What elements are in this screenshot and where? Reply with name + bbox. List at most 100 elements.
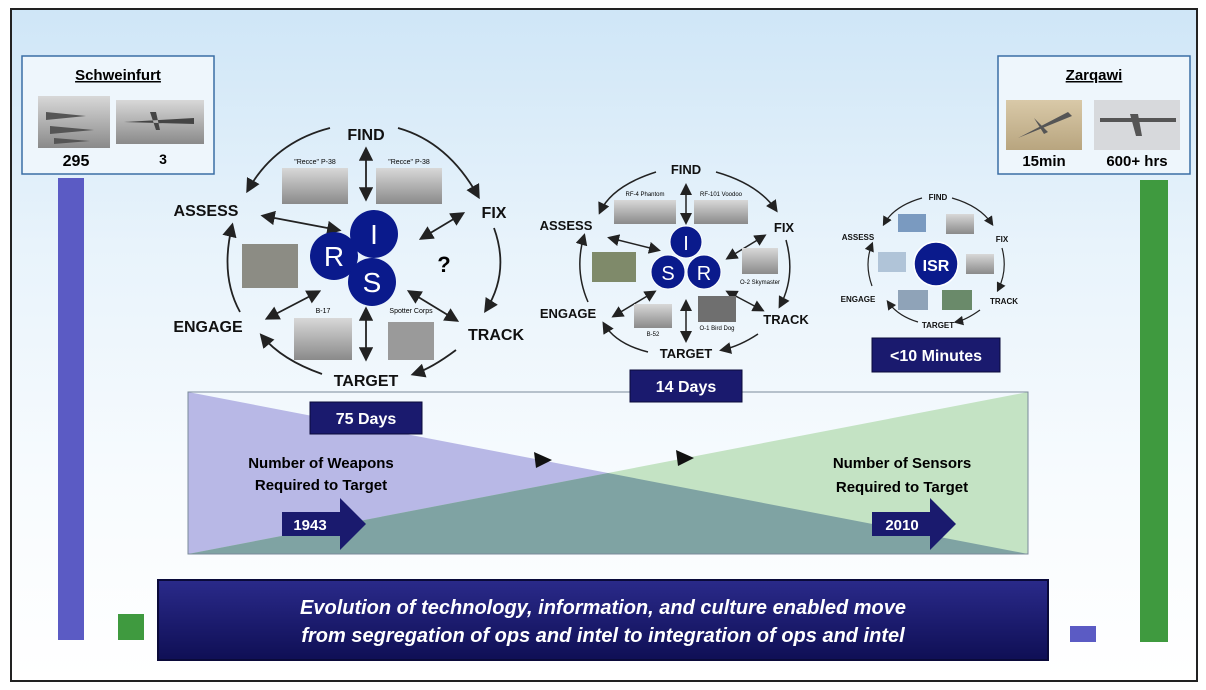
assess-label-mid: ASSESS: [540, 218, 593, 233]
letter-s-mid: S: [661, 263, 674, 285]
isr-hours: 600+ hrs: [1106, 153, 1167, 170]
isr-photo-5: [898, 290, 928, 310]
track-label-mid: TRACK: [763, 312, 809, 327]
engage-label-2010: ENGAGE: [841, 295, 876, 304]
rf4-caption: RF-4 Phantom: [625, 192, 664, 198]
spotter-caption: Spotter Corps: [389, 308, 433, 315]
rf101-caption: RF-101 Voodoo: [700, 192, 743, 198]
duration-box-1943: [309, 401, 423, 435]
letter-r-mid: R: [697, 263, 711, 285]
weapons-label-line1: Number of Weapons: [248, 455, 394, 472]
o1-photo: [698, 296, 736, 322]
strike-time: 15min: [1022, 153, 1065, 170]
year-start: 1943: [293, 517, 326, 534]
schweinfurt-title: Schweinfurt: [75, 67, 161, 84]
rf101-photo: [694, 200, 748, 224]
sensors-label-line1: Number of Sensors: [833, 455, 971, 472]
target-label-2010: TARGET: [922, 321, 954, 330]
duration-1943: 75 Days: [336, 411, 397, 428]
duration-mid: 14 Days: [656, 379, 717, 396]
cycle-mid-photos: RF-4 Phantom RF-101 Voodoo O-2 Skymaster…: [592, 192, 780, 338]
sensors-bar-right: [1140, 180, 1168, 642]
recon-circle-mid: [686, 254, 722, 290]
fix-label-2010: FIX: [996, 235, 1009, 244]
recce-p38-photo-left: [282, 168, 348, 204]
zarqawi-box: Zarqawi 15min 600+ hrs: [997, 55, 1191, 175]
target-label-mid: TARGET: [660, 346, 713, 361]
o2-caption: O-2 Skymaster: [740, 280, 780, 286]
overlap-region: [188, 473, 1028, 554]
recce-right-caption: "Recce" P-38: [388, 159, 430, 166]
isr-circle: [913, 241, 959, 287]
o1-caption: O-1 Bird Dog: [699, 326, 734, 332]
surveillance-circle: [348, 258, 396, 306]
bomber-count: 295: [63, 153, 90, 170]
b17-photo: [294, 318, 352, 360]
find-label-mid: FIND: [671, 162, 701, 177]
cycle-mid: [575, 171, 791, 354]
isr-photo-6: [942, 290, 972, 310]
b17-caption: B-17: [316, 308, 331, 315]
summary-line-2: from segregation of ops and intel to int…: [301, 625, 905, 647]
weapons-label-line2: Required to Target: [255, 477, 387, 494]
letter-i-mid: I: [683, 233, 689, 255]
fix-label-mid: FIX: [774, 220, 795, 235]
cycle-1943: [222, 127, 502, 378]
b52-photo: [634, 304, 672, 328]
recce-p38-photo-right: [376, 168, 442, 204]
fix-label-1943: FIX: [482, 205, 507, 222]
assess-label-2010: ASSESS: [842, 233, 875, 242]
sensors-bar-left: [118, 614, 144, 640]
o2-photo: [742, 248, 778, 274]
weapons-bar-right: [1070, 626, 1096, 642]
zarqawi-title: Zarqawi: [1066, 67, 1123, 84]
summary-banner: [157, 579, 1049, 661]
b17-formation-photo: [38, 96, 110, 148]
weapons-bar-left: [58, 178, 84, 640]
ground-target-photo: [242, 244, 298, 288]
sensors-arrowhead: [676, 450, 694, 466]
schweinfurt-box: Schweinfurt 295 3: [21, 55, 215, 175]
surveillance-circle-mid: [650, 254, 686, 290]
isr-photo-3: [878, 252, 906, 272]
isr-center-label: ISR: [923, 258, 950, 275]
year-1943-arrow: [282, 498, 366, 550]
recon-count: 3: [159, 151, 167, 167]
letter-s: S: [363, 267, 382, 298]
intel-circle: [350, 210, 398, 258]
duration-box-2010: [871, 337, 1001, 373]
duration-2010: <10 Minutes: [890, 348, 982, 365]
find-label-1943: FIND: [347, 127, 384, 144]
b52-caption: B-52: [647, 332, 660, 338]
rf4-photo: [614, 200, 676, 224]
cycle-2010-photos: [878, 214, 994, 310]
assess-label-1943: ASSESS: [174, 203, 239, 220]
year-end: 2010: [885, 517, 918, 534]
track-label-2010: TRACK: [990, 297, 1018, 306]
cycle-2010: [864, 197, 1006, 326]
cycle-1943-photos: "Recce" P-38 "Recce" P-38 B-17 Spotter C…: [242, 159, 442, 360]
sensors-label-line2: Required to Target: [836, 479, 968, 496]
isr-photo-2: [946, 214, 974, 234]
intel-circle-mid: [669, 225, 703, 259]
summary-line-1: Evolution of technology, information, an…: [300, 597, 906, 619]
target-label-1943: TARGET: [334, 373, 399, 390]
irs-circles: I R S ?: [310, 210, 451, 306]
recce-left-caption: "Recce" P-38: [294, 159, 336, 166]
isr-circles-mid: I S R: [650, 225, 722, 290]
engage-label-mid: ENGAGE: [540, 306, 597, 321]
spotter-corps-photo: [388, 322, 434, 360]
isr-photo-1: [898, 214, 926, 232]
duration-box-mid: [629, 369, 743, 403]
find-label-2010: FIND: [929, 193, 948, 202]
recon-circle: [310, 232, 358, 280]
year-2010-arrow: [872, 498, 956, 550]
letter-r: R: [324, 241, 344, 272]
track-label-1943: TRACK: [468, 327, 524, 344]
terrain-photo: [592, 252, 636, 282]
question-mark: ?: [437, 252, 450, 277]
weapons-arrowhead: [534, 452, 552, 468]
isr-photo-4: [966, 254, 994, 274]
